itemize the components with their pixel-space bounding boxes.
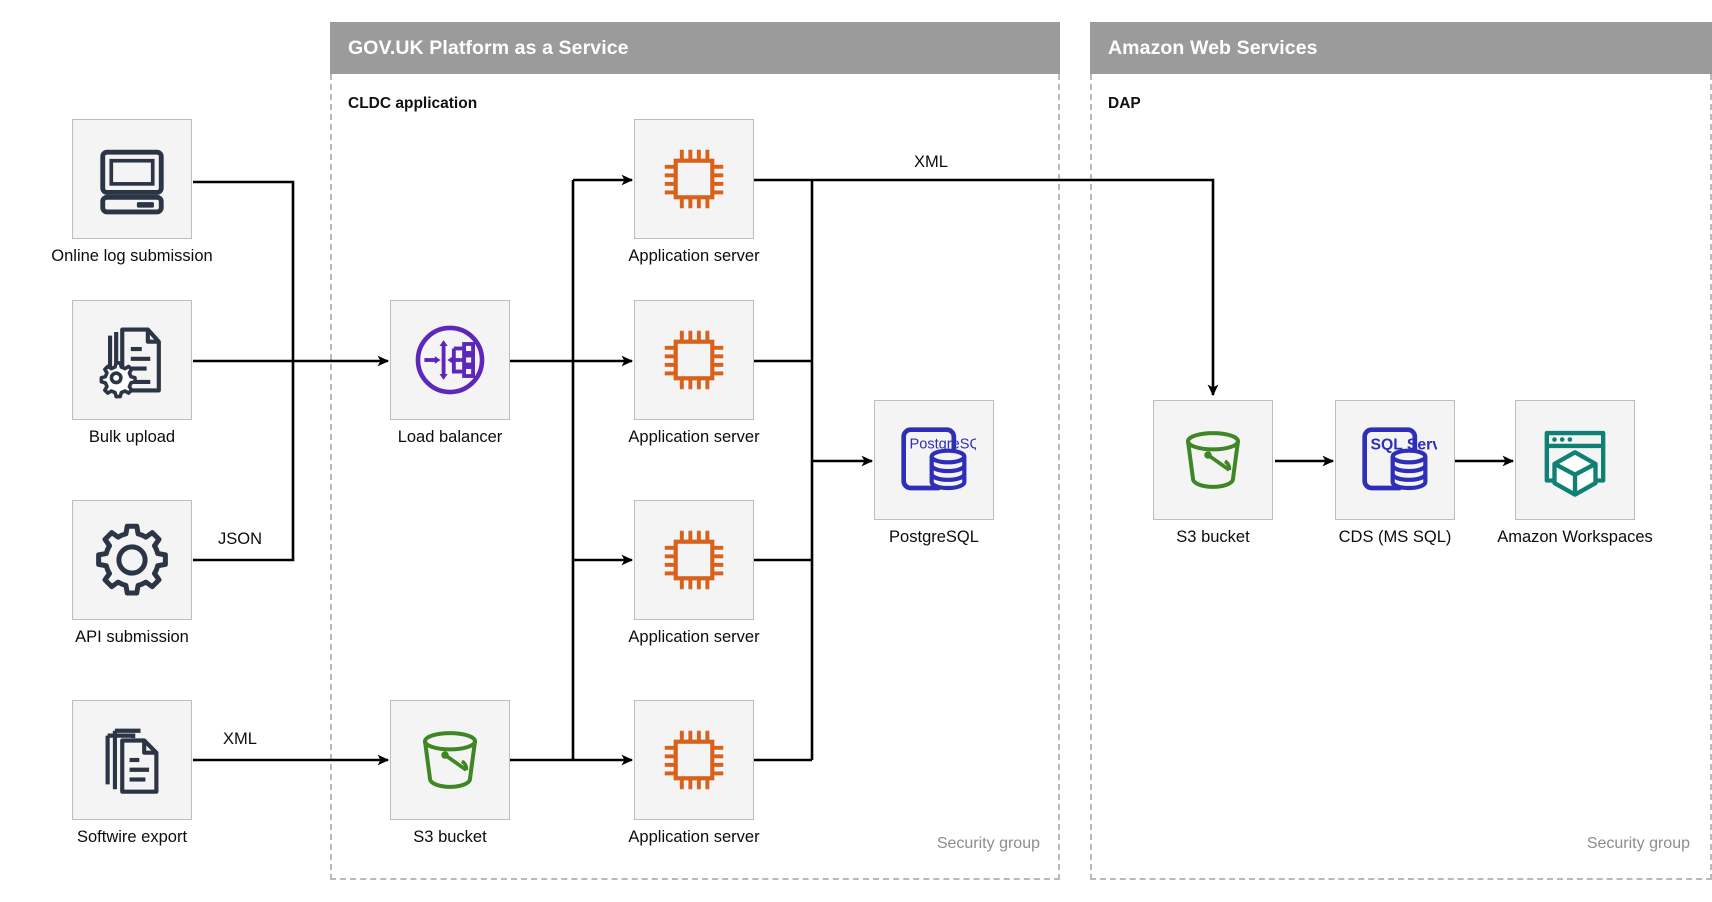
zone-body-paas bbox=[330, 74, 1060, 880]
zone-header-aws-label: Amazon Web Services bbox=[1108, 36, 1318, 59]
node-bulk-upload[interactable]: Bulk upload bbox=[72, 300, 192, 460]
app-server-1-icon-box bbox=[634, 119, 754, 239]
node-app-server-1[interactable]: Application server bbox=[628, 119, 760, 279]
node-load-balancer[interactable]: Load balancer bbox=[390, 300, 510, 460]
cds-ms-sql-icon-box: SQL Server bbox=[1335, 400, 1455, 520]
s3-bucket-paas-icon-box bbox=[390, 700, 510, 820]
node-app-server-4[interactable]: Application server bbox=[628, 700, 760, 860]
node-cds-ms-sql[interactable]: SQL Server CDS (MS SQL) bbox=[1335, 400, 1455, 560]
edge-label-xml-transfer: XML bbox=[914, 153, 948, 171]
document-stack-icon bbox=[105, 728, 159, 794]
zone-sublabel-dap: DAP bbox=[1108, 95, 1141, 112]
node-api-submission[interactable]: API submission bbox=[72, 500, 192, 660]
s3-bucket-icon bbox=[423, 731, 477, 789]
zone-footer-paas-security-group: Security group bbox=[936, 835, 1040, 852]
node-s3-bucket-paas[interactable]: S3 bucket bbox=[390, 700, 510, 860]
zone-header-aws: Amazon Web Services bbox=[1090, 22, 1712, 74]
gear-icon bbox=[96, 523, 168, 596]
cpu-chip-icon bbox=[664, 530, 724, 590]
postgresql-icon: PostgreSQL bbox=[901, 427, 977, 491]
zone-footer-aws-security-group: Security group bbox=[1586, 835, 1690, 852]
amazon-workspaces-label: Amazon Workspaces bbox=[1497, 528, 1653, 546]
app-server-1-label: Application server bbox=[628, 247, 760, 265]
app-server-2-label: Application server bbox=[628, 428, 760, 446]
zone-header-paas: GOV.UK Platform as a Service bbox=[330, 22, 1060, 74]
postgresql-icon-text: PostgreSQL bbox=[910, 436, 977, 452]
amazon-workspaces-icon-box bbox=[1515, 400, 1635, 520]
document-gear-icon bbox=[99, 327, 161, 399]
app-server-3-label: Application server bbox=[628, 628, 760, 646]
app-server-4-label: Application server bbox=[628, 828, 760, 846]
postgresql-icon-box: PostgreSQL bbox=[874, 400, 994, 520]
sql-server-icon-text: SQL Server bbox=[1371, 437, 1438, 454]
cpu-chip-icon bbox=[664, 330, 724, 390]
cds-ms-sql-label: CDS (MS SQL) bbox=[1338, 528, 1452, 546]
zone-sublabel-cldc: CLDC application bbox=[348, 95, 478, 112]
node-app-server-3[interactable]: Application server bbox=[628, 500, 760, 660]
online-log-submission-label: Online log submission bbox=[51, 247, 213, 265]
node-s3-bucket-aws[interactable]: S3 bucket bbox=[1153, 400, 1273, 560]
load-balancer-icon-box bbox=[390, 300, 510, 420]
online-log-submission-icon-box bbox=[72, 119, 192, 239]
cpu-chip-icon bbox=[664, 730, 724, 790]
amazon-workspaces-icon bbox=[1544, 430, 1606, 497]
node-app-server-2[interactable]: Application server bbox=[628, 300, 760, 460]
cpu-chip-icon bbox=[664, 149, 724, 209]
s3-bucket-paas-label: S3 bucket bbox=[413, 828, 487, 846]
api-submission-label: API submission bbox=[75, 628, 189, 646]
sql-server-icon: SQL Server bbox=[1362, 427, 1438, 491]
postgresql-label: PostgreSQL bbox=[889, 528, 979, 546]
desktop-computer-icon bbox=[100, 149, 164, 215]
node-online-log-submission[interactable]: Online log submission bbox=[51, 119, 213, 279]
node-postgresql[interactable]: PostgreSQL PostgreSQL bbox=[874, 400, 994, 560]
zone-body-aws bbox=[1090, 74, 1712, 880]
load-balancer-icon bbox=[415, 325, 485, 395]
s3-bucket-aws-icon-box bbox=[1153, 400, 1273, 520]
wire-online-log-to-bus bbox=[193, 180, 295, 361]
node-amazon-workspaces[interactable]: Amazon Workspaces bbox=[1497, 400, 1653, 560]
bulk-upload-icon-box bbox=[72, 300, 192, 420]
app-server-4-icon-box bbox=[634, 700, 754, 820]
s3-bucket-aws-label: S3 bucket bbox=[1176, 528, 1250, 546]
s3-bucket-icon bbox=[1186, 431, 1240, 489]
bulk-upload-label: Bulk upload bbox=[88, 428, 176, 446]
softwire-export-icon-box bbox=[72, 700, 192, 820]
load-balancer-label: Load balancer bbox=[397, 428, 503, 446]
edge-label-xml-source: XML bbox=[223, 730, 257, 748]
softwire-export-label: Softwire export bbox=[76, 828, 188, 846]
node-softwire-export[interactable]: Softwire export bbox=[72, 700, 192, 860]
app-server-3-icon-box bbox=[634, 500, 754, 620]
edge-label-json: JSON bbox=[217, 530, 263, 548]
zone-header-paas-label: GOV.UK Platform as a Service bbox=[348, 36, 629, 59]
app-server-2-icon-box bbox=[634, 300, 754, 420]
api-submission-icon-box bbox=[72, 500, 192, 620]
